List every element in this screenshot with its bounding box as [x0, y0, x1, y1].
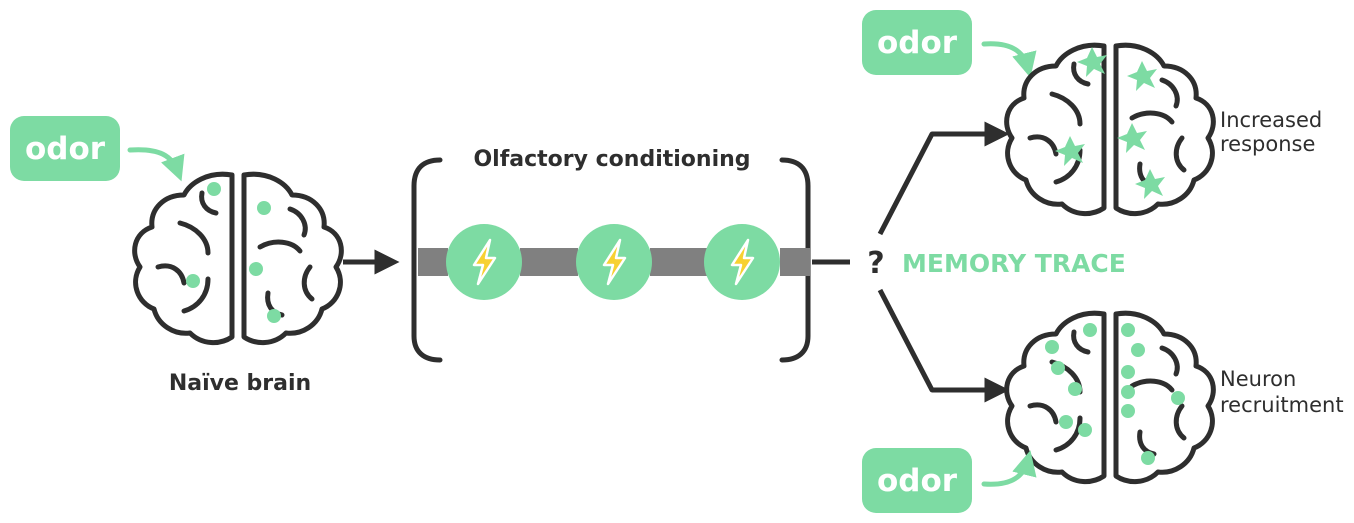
neuron-dot-icon: [1121, 404, 1135, 418]
neuron-recruitment-line-1: Neuron: [1220, 367, 1296, 391]
neuron-dot-icon: [1045, 340, 1059, 354]
track-segment: [650, 248, 708, 276]
odor-box-bottom-background: [862, 448, 972, 513]
neuron-dot-icon: [1121, 385, 1135, 399]
neuron-recruitment-line-2: recruitment: [1220, 393, 1344, 417]
odor-label-top: odor: [877, 25, 958, 61]
odor-box-left: odor: [10, 116, 120, 181]
odor-arrow-top: [981, 41, 1037, 78]
active-neuron-star-icon: [1117, 123, 1147, 153]
neuron-dot-icon: [186, 274, 200, 288]
track-segment: [520, 248, 578, 276]
increased-response-line-2: response: [1220, 132, 1315, 156]
left-bracket: [411, 157, 443, 363]
neuron-dot-icon: [1121, 365, 1135, 379]
neuron-recruitment-brain-icon: [1007, 313, 1214, 481]
track-segment: [780, 248, 810, 276]
neuron-dot-icon: [1059, 415, 1073, 429]
active-neuron-star-icon: [1127, 61, 1157, 91]
neuron-dot-icon: [207, 182, 221, 196]
shock-2: [576, 224, 652, 300]
neuron-dot-icon: [1131, 343, 1145, 357]
naive-brain-icon: [135, 174, 342, 342]
odor-arrow-bottom: [981, 450, 1037, 487]
neuron-dot-icon: [1051, 361, 1065, 375]
track-segment: [418, 248, 448, 276]
neuron-recruitment-label: Neuron recruitment: [1220, 367, 1344, 417]
neuron-dot-icon: [249, 262, 263, 276]
branch-down-arrow: [877, 288, 1010, 403]
odor-box-top-background: [862, 10, 972, 75]
neuron-dot-icon: [1141, 451, 1155, 465]
shock-3: [704, 224, 780, 300]
question-mark: ?: [867, 246, 884, 281]
odor-box-bottom: odor: [862, 448, 972, 513]
neuron-dot-icon: [1068, 382, 1082, 396]
neuron-dot-icon: [267, 309, 281, 323]
increased-response-line-1: Increased: [1220, 108, 1322, 132]
neuron-dot-icon: [257, 201, 271, 215]
neuron-dot-icon: [1171, 391, 1185, 405]
increased-response-brain-icon: [1007, 45, 1214, 213]
odor-box-left-background: [10, 116, 120, 181]
neuron-dot-icon: [1083, 323, 1097, 337]
branch-up-arrow: [877, 121, 1010, 236]
naive-brain-label: Naïve brain: [169, 371, 311, 396]
neuron-dot-icon: [1078, 423, 1092, 437]
odor-label-bottom: odor: [877, 463, 958, 499]
shock-1: [446, 224, 522, 300]
increased-response-label: Increased response: [1220, 108, 1329, 156]
odor-box-top: odor: [862, 10, 972, 75]
odor-label-left: odor: [25, 131, 106, 167]
conditioning-title: Olfactory conditioning: [473, 147, 750, 172]
memory-trace-label: MEMORY TRACE: [902, 249, 1126, 278]
odor-arrow-left: [127, 147, 185, 182]
neuron-dot-icon: [1121, 323, 1135, 337]
